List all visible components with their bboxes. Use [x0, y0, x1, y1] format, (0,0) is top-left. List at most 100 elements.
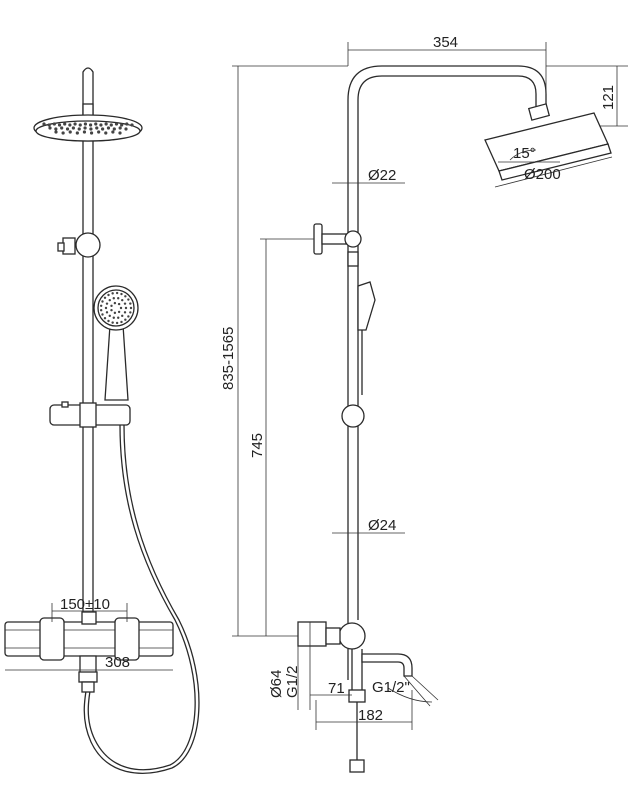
nozzle-dot	[114, 122, 119, 126]
nozzle-dot	[71, 126, 75, 130]
hand-nozzle-dot	[107, 293, 110, 297]
mixer-width-dimension: 308	[5, 654, 173, 671]
hand-nozzle-dot	[108, 298, 111, 302]
nozzle-dot	[82, 130, 87, 134]
nozzle-dot	[120, 123, 124, 127]
nozzle-dot	[47, 123, 51, 127]
nozzle-dot	[112, 127, 116, 131]
nozzle-dot	[111, 130, 115, 134]
spout-offset-dimension: 71	[310, 680, 352, 697]
front-riser-pipe	[82, 67, 94, 626]
nozzle-dot	[73, 122, 77, 126]
nozzle-dot	[42, 122, 46, 126]
head-diameter-label: Ø200	[524, 166, 561, 183]
nozzle-dot	[125, 122, 129, 126]
hand-nozzle-dot	[120, 320, 123, 324]
side-top-arm-inner	[357, 75, 537, 620]
hand-nozzle-dot	[107, 319, 110, 323]
hand-nozzle-dot	[103, 296, 107, 299]
hand-nozzle-dot	[110, 304, 113, 308]
side-head-joint	[527, 103, 551, 121]
nozzle-dot	[65, 127, 70, 131]
nozzle-dot	[63, 122, 67, 126]
side-spout	[361, 653, 413, 677]
spout-thread-dimension: G1/2"	[372, 675, 439, 707]
nozzle-dot	[52, 122, 56, 126]
front-hand-shower	[93, 285, 139, 401]
front-hose-outer	[83, 424, 200, 774]
nozzle-dot	[78, 123, 82, 127]
side-top-arm-outer	[347, 65, 547, 680]
hand-nozzle-dot	[121, 314, 124, 318]
body-diameter-label: Ø64	[268, 670, 285, 698]
front-wall-bracket	[57, 232, 101, 258]
hand-nozzle-dot	[112, 297, 115, 300]
hand-nozzle-dot	[110, 308, 113, 312]
shower-head-height-dimension: 121	[546, 65, 628, 127]
spout-reach-dimension: 182	[315, 690, 413, 730]
spout-reach-label: 182	[358, 707, 383, 724]
hand-nozzle-dot	[117, 297, 120, 300]
top-pipe-diameter-dimension: Ø22	[332, 167, 405, 184]
height-range-label: 835-1565	[220, 327, 237, 390]
hand-nozzle-dot	[117, 310, 121, 314]
hand-nozzle-dot	[127, 315, 130, 318]
hand-nozzle-dot	[121, 298, 124, 302]
nozzle-dot	[48, 126, 52, 130]
nozzle-dot	[83, 122, 88, 126]
front-thermostatic-mixer	[4, 611, 174, 693]
hand-nozzle-dot	[123, 311, 127, 314]
nozzle-dot	[101, 127, 105, 131]
nozzle-dot	[54, 130, 58, 134]
nozzle-dot	[75, 131, 79, 135]
holder-height-dimension: 745	[249, 238, 296, 636]
bottom-pipe-diameter-dimension: Ø24	[332, 517, 405, 534]
side-hand-shower	[357, 281, 376, 331]
hand-nozzle-dot	[129, 306, 133, 310]
nozzle-dot	[124, 127, 128, 131]
hand-nozzle-dot	[115, 321, 119, 325]
nozzle-dot	[77, 127, 81, 131]
front-slider	[49, 401, 131, 428]
spout-offset-label: 71	[328, 680, 345, 697]
side-wall-bracket	[296, 223, 362, 267]
hand-nozzle-dot	[104, 306, 108, 310]
nozzle-dot	[88, 123, 93, 127]
hand-nozzle-dot	[129, 302, 132, 305]
inlet-spacing-label: 150±10	[60, 596, 110, 613]
nozzle-dot	[95, 126, 99, 130]
head-diameter-dimension: Ø200	[494, 156, 613, 188]
hand-nozzle-dot	[124, 318, 127, 321]
inlet-spacing-dimension: 150±10	[51, 596, 128, 622]
hand-nozzle-dot	[101, 300, 104, 303]
hand-nozzle-dot	[127, 298, 130, 301]
hand-nozzle-dot	[124, 306, 128, 310]
hand-nozzle-dot	[103, 317, 107, 320]
hand-nozzle-dot	[111, 292, 114, 295]
hand-nozzle-dot	[119, 306, 123, 310]
hand-nozzle-dot	[108, 314, 111, 318]
hand-nozzle-dot	[105, 302, 109, 305]
hand-nozzle-dot	[99, 309, 103, 312]
width-total-dimension: 354	[347, 34, 547, 94]
nozzle-dot	[106, 126, 111, 130]
hand-nozzle-dot	[105, 311, 109, 314]
nozzle-dot	[104, 131, 108, 135]
hand-nozzle-dot	[124, 295, 127, 298]
nozzle-dot	[104, 122, 108, 126]
hand-nozzle-dot	[111, 321, 114, 324]
nozzle-dot	[68, 123, 72, 127]
front-hose	[87, 424, 196, 771]
hand-nozzle-dot	[113, 311, 117, 315]
mixer-width-label: 308	[105, 654, 130, 671]
hand-nozzle-dot	[123, 302, 127, 305]
nozzle-dot	[60, 126, 64, 130]
hand-nozzle-dot	[112, 316, 115, 319]
head-angle-label: 15°	[513, 145, 536, 162]
side-view: 15° Ø200 354 121 Ø22	[220, 34, 628, 773]
hand-nozzle-dot	[113, 301, 117, 305]
holder-height-label: 745	[249, 433, 266, 458]
hand-nozzle-dot	[99, 304, 103, 307]
nozzle-dot	[97, 130, 101, 134]
